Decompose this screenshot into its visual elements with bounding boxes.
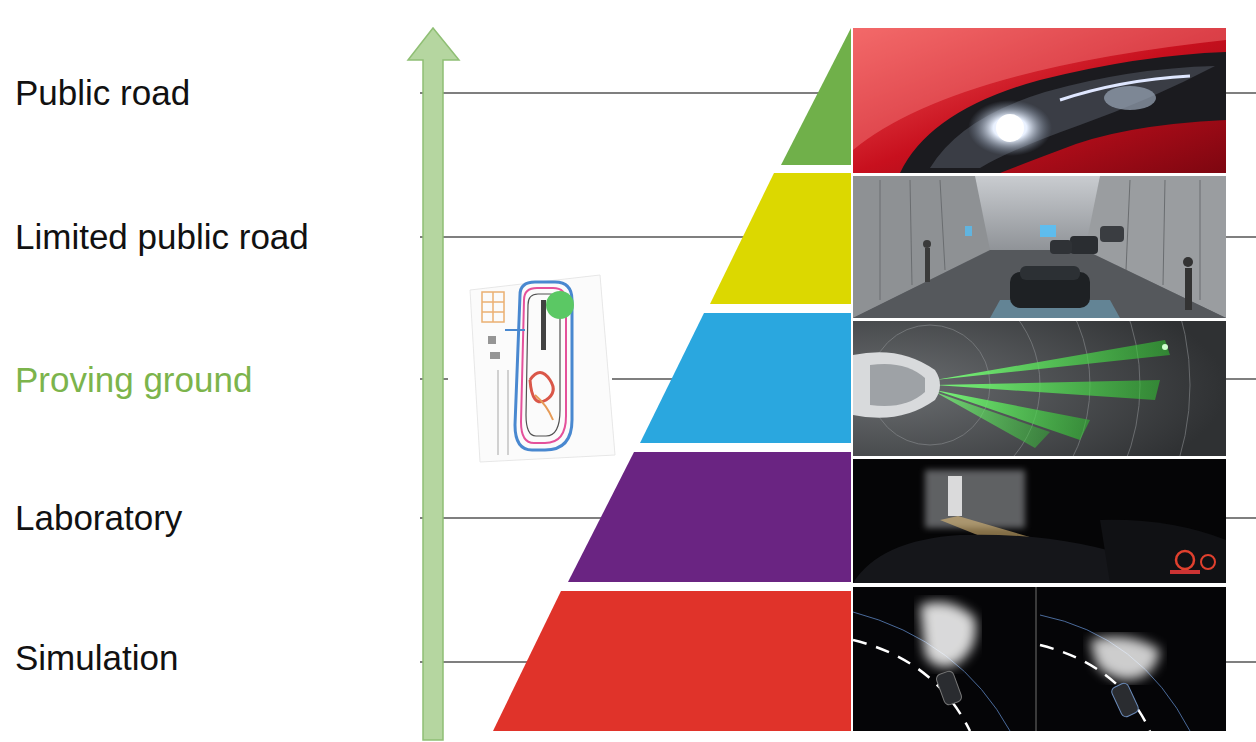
level-arrow	[408, 28, 459, 740]
pyramid-band	[640, 313, 851, 443]
level-label: Simulation	[15, 638, 178, 678]
simulation-render	[853, 587, 1226, 731]
level-label: Public road	[15, 73, 190, 113]
level-label: Proving ground	[15, 360, 252, 400]
level-label: Limited public road	[15, 217, 309, 257]
pyramid-band	[493, 591, 851, 731]
radar-photo	[853, 321, 1226, 456]
pyramid-band	[710, 173, 851, 304]
street-photo	[853, 176, 1226, 318]
pyramid-band	[568, 452, 851, 582]
level-label: Laboratory	[15, 498, 182, 538]
pyramid-band	[781, 28, 851, 165]
headlight-photo	[853, 28, 1226, 173]
laboratory-photo	[853, 459, 1226, 583]
track-map	[470, 275, 615, 462]
